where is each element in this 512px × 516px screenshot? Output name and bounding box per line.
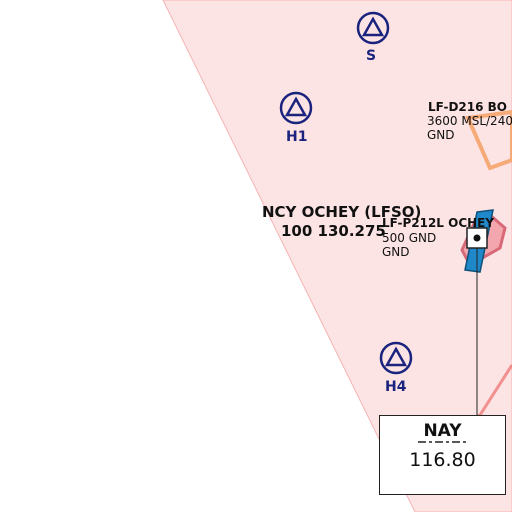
danger-zone-title: LF-D216 BO (428, 100, 507, 114)
danger-zone-ceiling: 3600 MSL/240 (427, 114, 512, 128)
waypoint-h1-label: H1 (286, 129, 308, 145)
navaid-morse-code (418, 441, 468, 443)
waypoint-h4-icon[interactable] (379, 341, 413, 375)
waypoint-s-icon[interactable] (356, 11, 390, 45)
restricted-zone-title: LF-P212L OCHEY (382, 216, 495, 230)
waypoint-s-label: S (366, 48, 377, 64)
restricted-zone-ceiling: 500 GND (382, 231, 437, 245)
aerodrome-name: NCY OCHEY (LFSO) (262, 203, 422, 221)
airspace-area (162, 0, 512, 513)
navaid-box[interactable]: NAY 116.80 (379, 415, 506, 495)
aerodrome-frequency: 100 130.275 (281, 222, 386, 240)
navaid-identifier: NAY (423, 421, 462, 441)
waypoint-h1-icon[interactable] (279, 91, 313, 125)
restricted-zone-floor: GND (382, 245, 410, 259)
airport-dot (473, 234, 481, 242)
danger-zone-shape (465, 109, 512, 171)
danger-zone-floor: GND (427, 128, 455, 142)
navaid-frequency: 116.80 (409, 449, 476, 471)
waypoint-h4-label: H4 (385, 379, 407, 395)
